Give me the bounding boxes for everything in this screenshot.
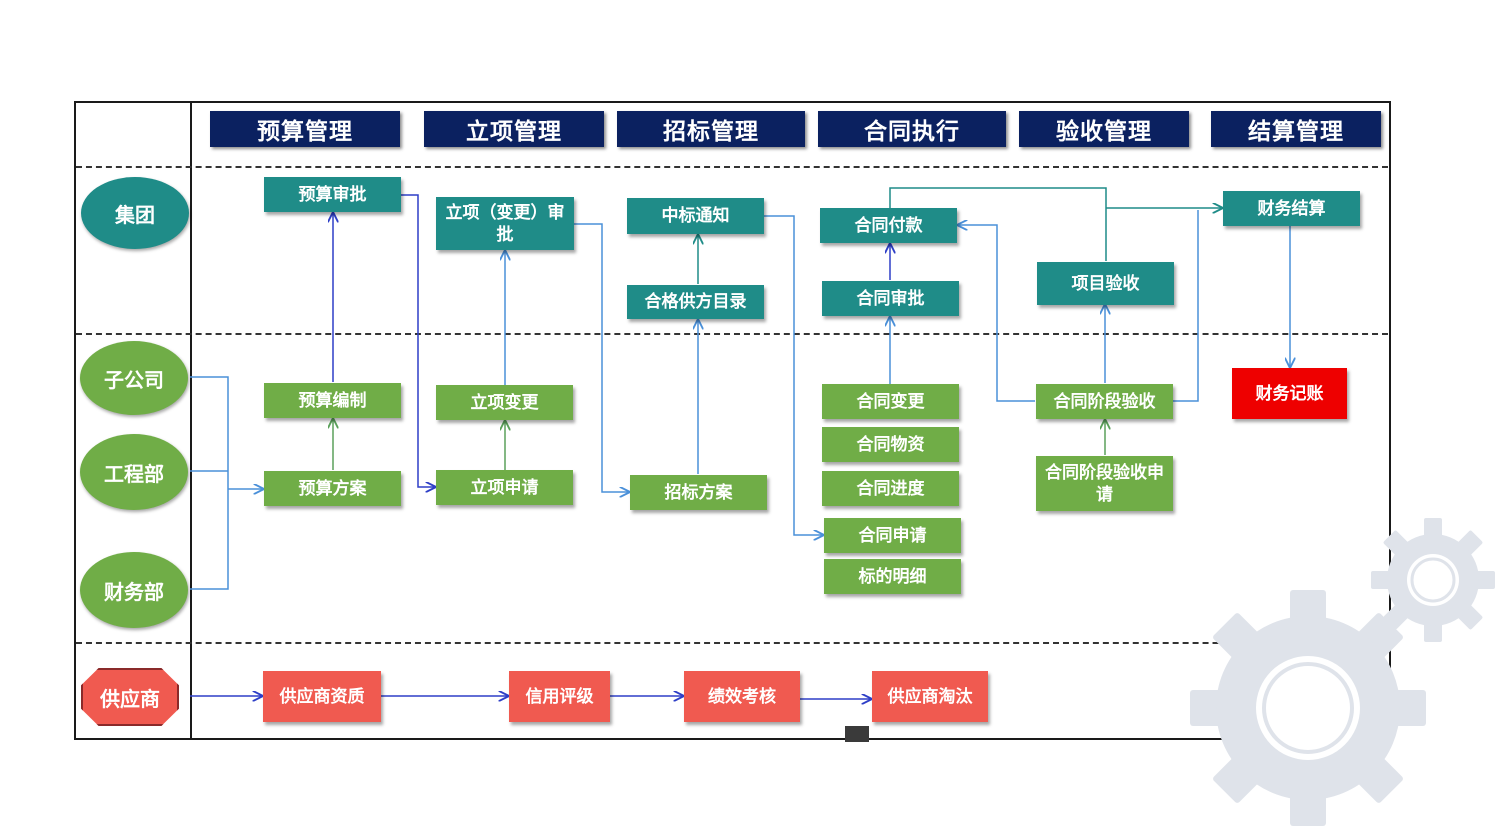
separator-group	[76, 333, 1388, 335]
lane-finance: 财务部	[80, 552, 188, 628]
header-bidding: 招标管理	[617, 111, 805, 147]
box-project-apply: 立项申请	[436, 470, 573, 505]
box-budget-approval: 预算审批	[264, 177, 401, 212]
box-contract-apply: 合同申请	[824, 518, 961, 553]
box-bid-detail: 标的明细	[824, 559, 961, 594]
box-contract-payment: 合同付款	[820, 208, 957, 243]
box-financial-bookkeeping: 财务记账	[1232, 368, 1347, 419]
box-supplier-elimination: 供应商淘汰	[872, 671, 988, 722]
header-budget: 预算管理	[210, 111, 400, 147]
gear-icon	[1190, 590, 1426, 826]
box-bid-notice: 中标通知	[627, 198, 764, 234]
box-supplier-qualification: 供应商资质	[263, 671, 381, 722]
diagram-frame	[74, 101, 1391, 740]
box-contract-approval: 合同审批	[822, 281, 959, 316]
box-credit-rating: 信用评级	[509, 671, 610, 722]
separator-company	[76, 642, 1388, 644]
lane-group: 集团	[81, 177, 189, 249]
box-contract-stage-acceptance-apply: 合同阶段验收申请	[1036, 456, 1173, 511]
lane-subsidiary: 子公司	[80, 341, 188, 415]
header-acceptance: 验收管理	[1019, 111, 1189, 147]
header-contract: 合同执行	[818, 111, 1006, 147]
lane-supplier: 供应商	[81, 668, 179, 726]
box-project-change: 立项变更	[436, 385, 573, 420]
box-contract-material: 合同物资	[822, 427, 959, 462]
box-contract-change: 合同变更	[822, 384, 959, 419]
box-project-change-approval: 立项（变更）审批	[436, 197, 574, 250]
box-budget-plan: 预算方案	[264, 471, 401, 506]
header-project: 立项管理	[424, 111, 604, 147]
box-performance-review: 绩效考核	[684, 671, 800, 722]
box-bid-plan: 招标方案	[630, 475, 767, 510]
box-budget-compile: 预算编制	[264, 383, 401, 418]
box-contract-progress: 合同进度	[822, 471, 959, 506]
box-financial-settlement: 财务结算	[1223, 191, 1360, 226]
box-qualified-supplier-list: 合格供方目录	[627, 285, 764, 319]
gear-icon	[1371, 518, 1495, 642]
small-marker	[845, 726, 869, 742]
box-contract-stage-acceptance: 合同阶段验收	[1036, 384, 1173, 419]
lane-engineering: 工程部	[80, 434, 188, 510]
separator-header	[76, 166, 1388, 168]
header-settlement: 结算管理	[1211, 111, 1381, 147]
lane-divider	[190, 101, 192, 740]
box-project-acceptance: 项目验收	[1037, 262, 1174, 305]
